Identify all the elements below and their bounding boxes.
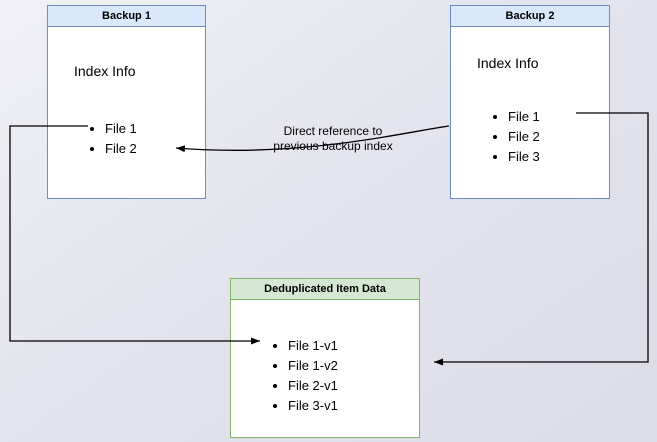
list-item: File 3-v1 (288, 396, 419, 416)
backup2-subtitle: Index Info (477, 55, 539, 71)
list-item: File 1-v2 (288, 356, 419, 376)
backup2-file-list: File 1File 2File 3 (451, 107, 609, 167)
backup2-node: Backup 2 Index Info File 1File 2File 3 (450, 5, 610, 199)
list-item: File 3 (508, 147, 609, 167)
dedup-file-list: File 1-v1File 1-v2File 2-v1File 3-v1 (231, 336, 419, 416)
list-item: File 1-v1 (288, 336, 419, 356)
list-item: File 1 (508, 107, 609, 127)
list-item: File 2 (508, 127, 609, 147)
backup1-file-list: File 1File 2 (48, 119, 205, 159)
backup1-title: Backup 1 (48, 6, 205, 27)
backup2-title: Backup 2 (451, 6, 609, 27)
dedup-title: Deduplicated Item Data (231, 279, 419, 300)
list-item: File 1 (105, 119, 205, 139)
dedup-node: Deduplicated Item Data File 1-v1File 1-v… (230, 278, 420, 438)
backup1-node: Backup 1 Index Info File 1File 2 (47, 5, 206, 199)
list-item: File 2 (105, 139, 205, 159)
direct-reference-label: Direct reference to previous backup inde… (273, 124, 393, 153)
backup1-subtitle: Index Info (74, 63, 136, 79)
list-item: File 2-v1 (288, 376, 419, 396)
